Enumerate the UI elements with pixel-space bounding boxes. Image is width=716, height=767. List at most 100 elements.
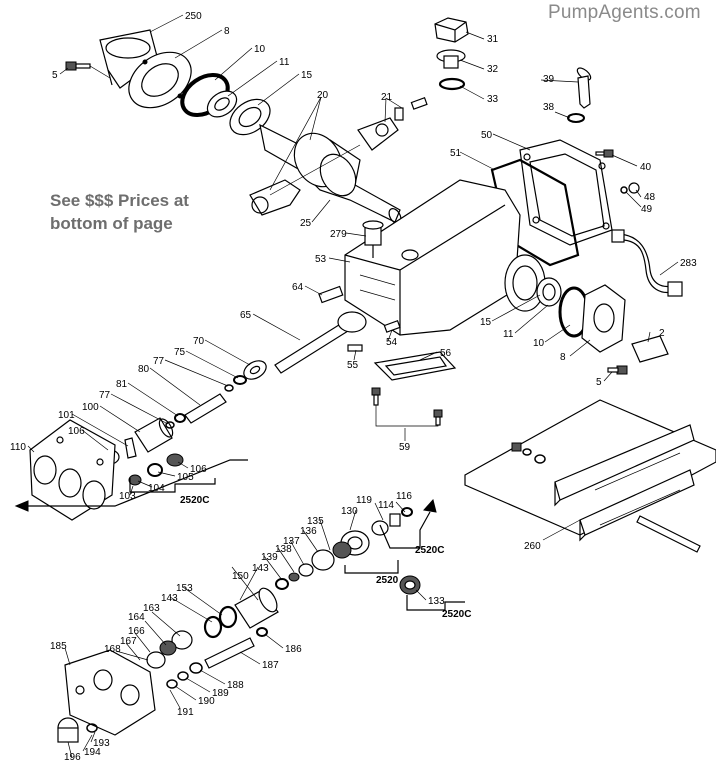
seals-193-194 bbox=[86, 723, 98, 733]
callout-106: 106 bbox=[68, 426, 85, 437]
pin-55 bbox=[347, 344, 363, 352]
callout-250: 250 bbox=[185, 11, 202, 22]
callout-119: 119 bbox=[356, 495, 372, 506]
screw-40 bbox=[595, 149, 614, 158]
callout-15b: 15 bbox=[480, 317, 492, 328]
callout-114: 114 bbox=[378, 500, 394, 511]
callout-116: 116 bbox=[396, 491, 412, 502]
screws-59 bbox=[371, 387, 443, 427]
callout-56: 56 bbox=[440, 348, 452, 359]
kit-bracket-2520 bbox=[344, 560, 399, 574]
callout-75: 75 bbox=[174, 347, 186, 358]
callout-70: 70 bbox=[193, 336, 205, 347]
valve-seat-130 bbox=[332, 530, 370, 559]
callout-133: 133 bbox=[428, 596, 445, 607]
valve-body-185 bbox=[64, 649, 156, 736]
mounting-rail-260 bbox=[464, 399, 716, 553]
callout-191: 191 bbox=[177, 707, 194, 718]
rod-bolts-21 bbox=[394, 97, 428, 121]
screw-5-upper bbox=[65, 61, 91, 71]
price-note-line-1: See $$$ Prices at bbox=[50, 191, 189, 210]
callout-136: 136 bbox=[300, 526, 317, 537]
callout-25: 25 bbox=[300, 218, 312, 229]
callout-103: 103 bbox=[119, 491, 136, 502]
callout-64: 64 bbox=[292, 282, 304, 293]
leader-lines bbox=[27, 14, 679, 759]
callout-153: 153 bbox=[176, 583, 193, 594]
callout-190: 190 bbox=[198, 696, 215, 707]
callout-168: 168 bbox=[104, 644, 121, 655]
callout-51: 51 bbox=[450, 148, 462, 159]
callout-167: 167 bbox=[120, 636, 137, 647]
callout-186: 186 bbox=[285, 644, 302, 655]
washers-75-77 bbox=[224, 375, 247, 392]
callout-138: 138 bbox=[275, 544, 292, 555]
callout-10: 10 bbox=[254, 44, 266, 55]
callout-65: 65 bbox=[240, 310, 252, 321]
callout-50: 50 bbox=[481, 130, 493, 141]
callout-189: 189 bbox=[212, 688, 229, 699]
drain-hose-283 bbox=[611, 229, 683, 297]
kit-bracket-2520c-1 bbox=[14, 459, 248, 512]
callout-11: 11 bbox=[279, 57, 290, 68]
callout-279: 279 bbox=[330, 229, 347, 240]
ring-101 bbox=[124, 437, 137, 459]
callout-188: 188 bbox=[227, 680, 244, 691]
kit-label-2520c-a: 2520C bbox=[180, 495, 209, 506]
callout-48: 48 bbox=[644, 192, 656, 203]
callout-11b: 11 bbox=[503, 329, 514, 340]
sleeve-100 bbox=[134, 417, 174, 453]
callout-135: 135 bbox=[307, 516, 324, 527]
callout-77b: 77 bbox=[99, 390, 111, 401]
seal-11 bbox=[206, 90, 238, 118]
callout-53: 53 bbox=[315, 254, 327, 265]
callout-185: 185 bbox=[50, 641, 67, 652]
callout-15: 15 bbox=[301, 70, 313, 81]
valve-parts-114-119 bbox=[371, 507, 413, 536]
kit-label-2520c-b: 2520C bbox=[415, 545, 444, 556]
callout-143: 143 bbox=[252, 563, 269, 574]
callout-130: 130 bbox=[341, 506, 358, 517]
callout-106b: 106 bbox=[190, 464, 207, 475]
kit-bracket-2520c-3 bbox=[406, 595, 465, 611]
callout-110: 110 bbox=[10, 442, 26, 453]
seals-163-166 bbox=[146, 630, 193, 669]
dipstick-32 bbox=[436, 49, 466, 69]
callout-labels: 250 8 10 11 15 5 20 21 25 31 32 33 39 38… bbox=[10, 11, 697, 763]
callout-20: 20 bbox=[317, 90, 329, 101]
crankshaft-25 bbox=[259, 123, 402, 224]
callout-39: 39 bbox=[543, 74, 555, 85]
callout-164: 164 bbox=[128, 612, 145, 623]
ring-81 bbox=[174, 413, 186, 423]
price-note-line-2: bottom of page bbox=[50, 214, 173, 233]
callout-77: 77 bbox=[153, 356, 165, 367]
callout-81: 81 bbox=[116, 379, 128, 390]
callout-143b: 143 bbox=[161, 593, 178, 604]
sight-glass-39 bbox=[576, 67, 592, 109]
pin-54 bbox=[383, 320, 401, 333]
callout-55: 55 bbox=[347, 360, 359, 371]
oil-seal-holder-56 bbox=[373, 351, 457, 381]
plunger-seal-70 bbox=[243, 360, 267, 380]
callout-10b: 10 bbox=[533, 338, 545, 349]
callout-59: 59 bbox=[399, 442, 411, 453]
washers-188-191 bbox=[166, 662, 203, 689]
callout-101: 101 bbox=[58, 410, 75, 421]
callout-38: 38 bbox=[543, 102, 555, 113]
callout-194: 194 bbox=[84, 747, 101, 758]
callout-8b: 8 bbox=[560, 352, 566, 363]
plunger-rod-65 bbox=[274, 311, 367, 374]
callout-21: 21 bbox=[381, 92, 393, 103]
kit-label-2520: 2520 bbox=[376, 575, 399, 586]
kit-label-2520c-c: 2520C bbox=[442, 609, 471, 620]
callout-193: 193 bbox=[93, 738, 110, 749]
callout-150: 150 bbox=[232, 571, 249, 582]
callout-49: 49 bbox=[641, 204, 653, 215]
callout-80: 80 bbox=[138, 364, 150, 375]
callout-100: 100 bbox=[82, 402, 99, 413]
valve-133 bbox=[399, 575, 421, 595]
callout-8: 8 bbox=[224, 26, 230, 37]
crankcase-body bbox=[344, 179, 546, 336]
callout-196: 196 bbox=[64, 752, 81, 762]
